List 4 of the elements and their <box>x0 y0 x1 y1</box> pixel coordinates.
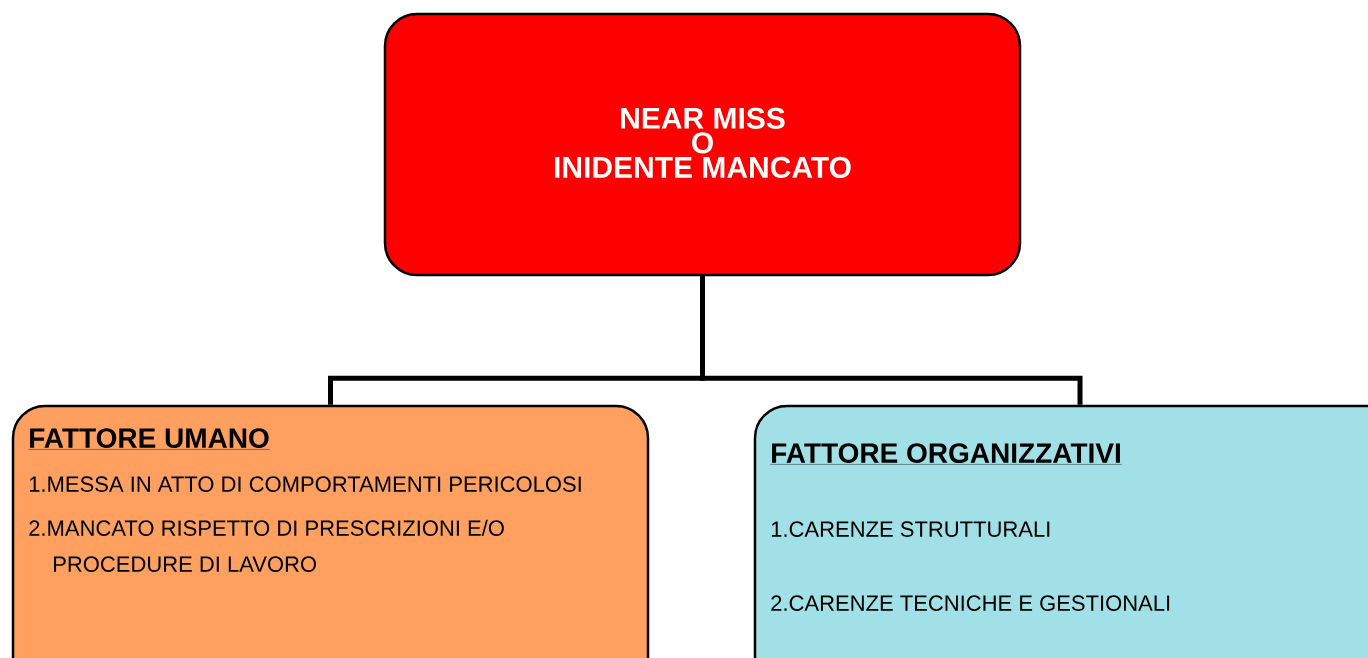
title-box: NEAR MISS O INIDENTE MANCATO <box>383 12 1022 277</box>
connector <box>700 276 1083 405</box>
factor-box: FATTORE ORGANIZZATIVI 1.CARENZE STRUTTURALI 2.CARENZE TECNICHE E GESTIONALI <box>753 404 1368 658</box>
factor-box: FATTORE UMANO 1.MESSA IN ATTO DI COMPORTAMENTI PERICOLOSI 2.MANCATO RISPETTO DI PRESCRIZIONI E/O PROCEDURE DI LAVORO <box>11 404 650 658</box>
